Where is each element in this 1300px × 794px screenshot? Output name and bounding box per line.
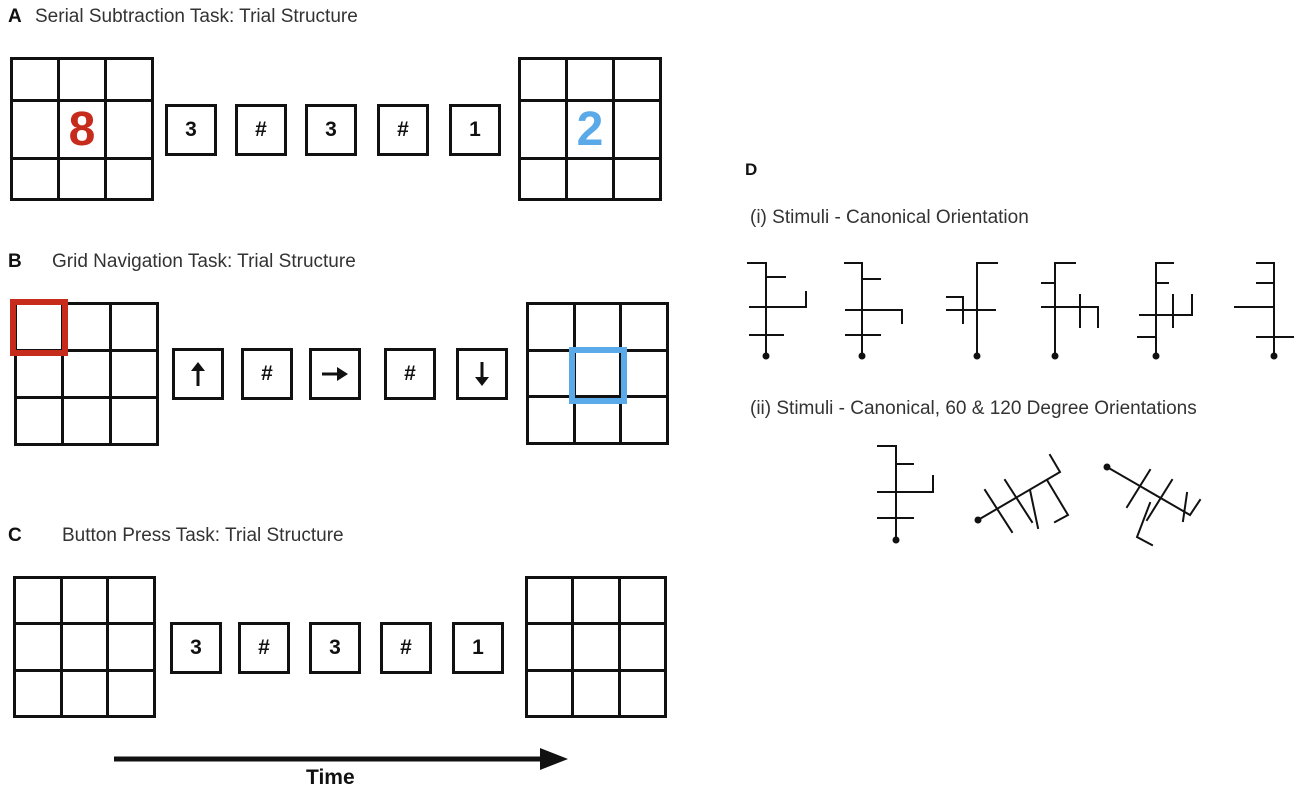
sequence-item: 3: [165, 104, 217, 156]
time-label: Time: [306, 766, 355, 789]
start-position-highlight: [10, 299, 68, 356]
panel-a-end-grid: 2: [518, 57, 662, 201]
stimulus-figure: [844, 262, 903, 360]
panel-a-letter: A: [8, 6, 22, 27]
panel-a-title: Serial Subtraction Task: Trial Structure: [35, 6, 358, 27]
sequence-item: 1: [452, 622, 504, 674]
panel-c-start-grid: [13, 576, 156, 718]
stimulus-figure: [747, 262, 807, 360]
arrow-down-icon: [456, 348, 508, 400]
sequence-item: 3: [309, 622, 361, 674]
hash-symbol: #: [384, 348, 436, 400]
panel-b-title: Grid Navigation Task: Trial Structure: [52, 251, 356, 272]
stimulus-figure: [1041, 262, 1099, 360]
stimulus-figure-rotated-120: [1103, 463, 1202, 547]
panel-a-start-grid: 8: [10, 57, 154, 201]
end-position-highlight: [569, 347, 627, 404]
arrow-right-icon: [309, 348, 361, 400]
sequence-item: 3: [170, 622, 222, 674]
time-arrow: [114, 748, 568, 770]
panel-d-letter: D: [745, 160, 758, 179]
start-digit: 8: [60, 101, 107, 160]
stimulus-figure-rotated-60: [974, 453, 1070, 534]
end-digit: 2: [568, 101, 615, 160]
sequence-item: #: [380, 622, 432, 674]
arrow-up-icon: [172, 348, 224, 400]
sequence-item: 3: [305, 104, 357, 156]
sequence-item: #: [238, 622, 290, 674]
hash-symbol: #: [241, 348, 293, 400]
panel-d-subtitle-rotated: (ii) Stimuli - Canonical, 60 & 120 Degre…: [750, 398, 1197, 419]
stimulus-figure-canonical: [877, 445, 934, 544]
panel-b-letter: B: [8, 251, 22, 272]
panel-c-end-grid: [525, 576, 667, 718]
stimulus-figure: [1234, 262, 1294, 360]
panel-c-letter: C: [8, 525, 22, 546]
panel-d-subtitle-canonical: (i) Stimuli - Canonical Orientation: [750, 207, 1029, 228]
stimulus-figure: [1137, 262, 1193, 360]
sequence-item: #: [377, 104, 429, 156]
sequence-item: #: [235, 104, 287, 156]
sequence-item: 1: [449, 104, 501, 156]
panel-c-title: Button Press Task: Trial Structure: [62, 525, 344, 546]
stimulus-figure: [946, 262, 998, 360]
